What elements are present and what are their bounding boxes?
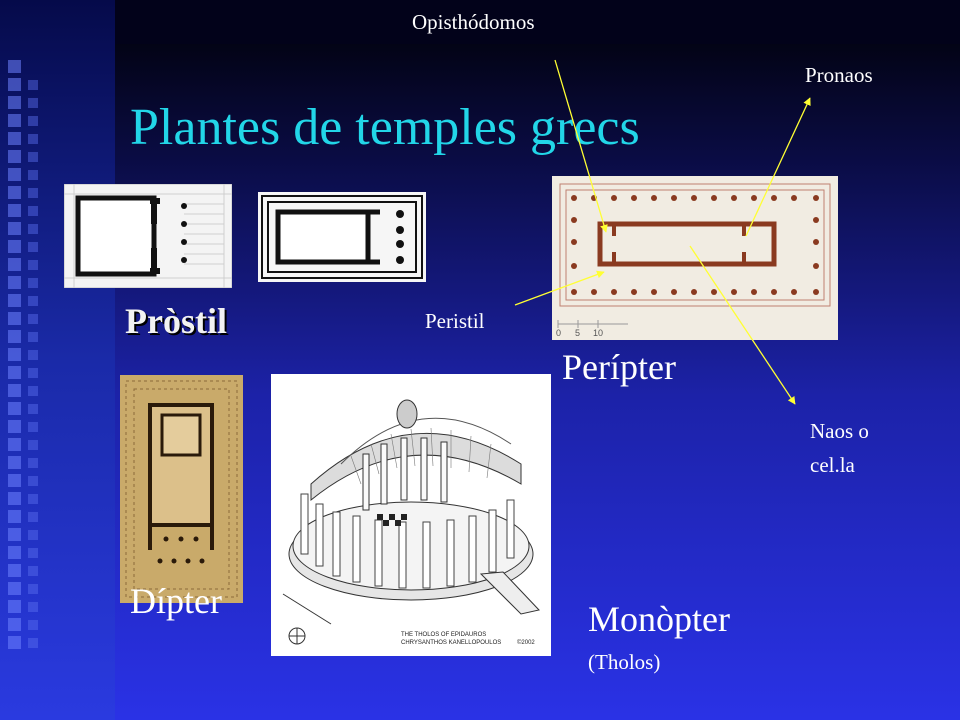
top-bar [115,0,960,44]
temple-plan-prostyle-icon [64,184,232,288]
label-naos-line1: Naos o [810,419,869,443]
temple-plan-amphiprostyle-icon [258,192,426,282]
label-tholos: (Tholos) [588,650,661,674]
label-monopter: Monòpter [588,599,730,639]
label-naos: Naos o cel.la [810,414,869,482]
decor-squares-inner [28,80,44,656]
tholos-caption: THE THOLOS OF EPIDAUROS [401,632,486,638]
label-opisthodomos: Opisthódomos [412,10,535,34]
scale-tick: 5 [575,328,580,338]
tholos-axonometric-drawing-icon: THE THOLOS OF EPIDAUROS CHRYSANTHOS KANE… [271,374,551,656]
label-peripter: Perípter [562,347,676,387]
left-decor-strip [0,0,115,720]
label-naos-line2: cel.la [810,453,855,477]
tholos-caption: CHRYSANTHOS KANELLOPOULOS [401,640,501,646]
scale-tick: 10 [593,328,603,338]
slide-title: Plantes de temples grecs [130,99,640,156]
label-pronaos: Pronaos [805,63,873,87]
label-peristil: Peristil [425,309,485,333]
label-prostil: Pròstil [125,301,227,341]
tholos-caption-year: ©2002 [517,639,535,646]
decor-squares [8,60,30,654]
temple-plan-peripteral-icon: 0 5 10 [552,176,838,340]
temple-plan-dipteral-icon [120,375,243,603]
scale-tick: 0 [556,328,561,338]
label-dipter: Dípter [130,581,222,621]
